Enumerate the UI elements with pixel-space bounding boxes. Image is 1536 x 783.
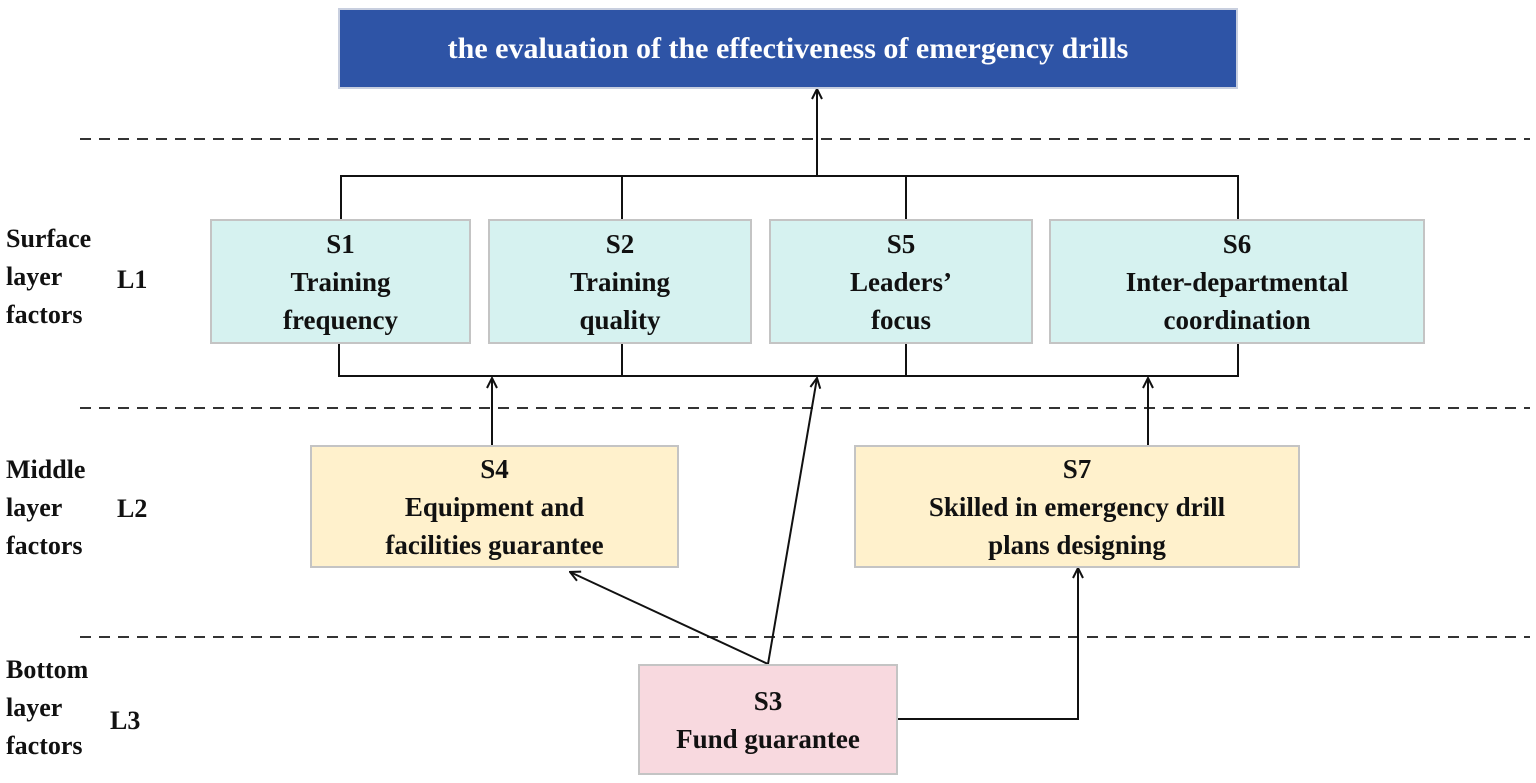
node-label-line: Equipment and [404, 491, 585, 522]
layer-label-line: layer [6, 262, 63, 291]
layer-label-line: factors [6, 531, 83, 560]
level-label-l2: L2 [117, 494, 148, 523]
level-label-l3: L3 [110, 706, 141, 735]
node-label-line: Leaders’ [850, 266, 952, 297]
node-s7: S7 Skilled in emergency drill plans desi… [854, 445, 1300, 568]
goal-box: the evaluation of the effectiveness of e… [338, 8, 1238, 89]
node-label-line: Inter-departmental [1125, 266, 1349, 297]
node-id: S6 [1222, 228, 1252, 259]
node-s6: S6 Inter-departmental coordination [1049, 219, 1425, 344]
layer-label-line: Middle [6, 455, 86, 484]
layer-label-surface: Surface layer factors [6, 220, 91, 334]
layer-label-line: Surface [6, 224, 92, 253]
layer-label-bottom: Bottom layer factors [6, 651, 88, 765]
layer-label-line: layer [6, 493, 63, 522]
top-bracket-line [340, 175, 1239, 219]
node-s3: S3 Fund guarantee [638, 664, 898, 775]
node-id: S3 [753, 685, 783, 716]
node-label-line: Fund guarantee [676, 723, 860, 754]
node-label-line: Training [569, 266, 671, 297]
arrow-s3-to-surface [767, 378, 817, 665]
node-s4: S4 Equipment and facilities guarantee [310, 445, 679, 568]
node-s5: S5 Leaders’ focus [769, 219, 1033, 344]
node-id: S4 [480, 453, 509, 484]
node-id: S2 [605, 228, 635, 259]
node-id: S5 [886, 228, 916, 259]
arrow-s3-to-s4 [570, 572, 769, 665]
level-label-l1: L1 [117, 265, 148, 294]
goal-label: the evaluation of the effectiveness of e… [447, 31, 1129, 65]
node-label-line: Skilled in emergency drill [928, 491, 1226, 522]
node-id: S1 [326, 228, 355, 259]
node-label-line: plans designing [988, 529, 1166, 560]
layer-label-line: Bottom [6, 655, 89, 684]
layer-label-line: factors [6, 300, 83, 329]
node-label-line: facilities guarantee [385, 529, 604, 560]
layer-label-line: factors [6, 731, 83, 760]
node-id: S7 [1062, 453, 1092, 484]
bottom-bracket-line [338, 344, 1239, 377]
node-label-line: Training [290, 266, 391, 297]
layer-label-line: layer [6, 693, 63, 722]
node-s2: S2 Training quality [488, 219, 752, 344]
node-label-line: coordination [1163, 304, 1311, 335]
node-label-line: focus [871, 304, 931, 335]
layer-label-middle: Middle layer factors [6, 451, 85, 565]
arrow-s3-to-s7 [898, 568, 1078, 720]
node-s1: S1 Training frequency [210, 219, 471, 344]
node-label-line: quality [579, 304, 661, 335]
node-label-line: frequency [283, 304, 398, 335]
